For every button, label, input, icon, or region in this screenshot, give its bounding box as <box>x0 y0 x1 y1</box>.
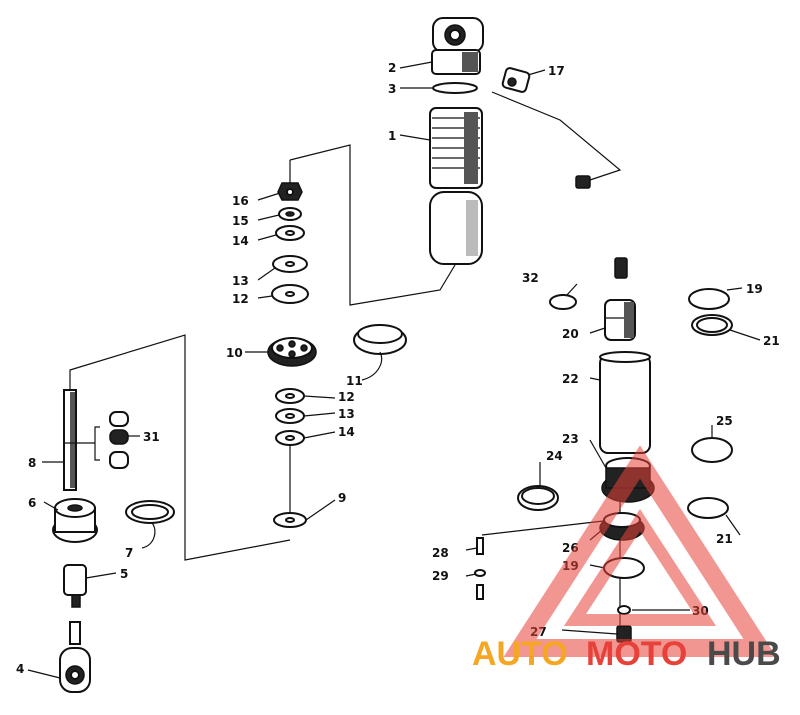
pin-29 <box>474 569 486 600</box>
piston-10 <box>267 337 317 367</box>
washer-14-top <box>275 225 305 241</box>
reservoir-fitting <box>501 67 531 93</box>
callout-20: 20 <box>562 327 579 341</box>
watermark-text: AUTO MOTO HUB <box>472 635 781 673</box>
callout-23: 23 <box>562 432 579 446</box>
nut-16 <box>277 182 303 201</box>
rod-end-5 <box>63 564 87 608</box>
callout-10: 10 <box>226 346 243 360</box>
shim-13-top <box>272 255 308 273</box>
callout-11: 11 <box>346 374 363 388</box>
callout-1: 1 <box>388 129 396 143</box>
watermark-hub: HUB <box>707 635 781 673</box>
watermark-moto: MOTO <box>586 635 687 673</box>
oring-32 <box>549 294 577 310</box>
guide-lines <box>69 91 622 640</box>
shock-eye-mount <box>431 17 484 75</box>
callout-14-top: 14 <box>232 234 249 248</box>
callout-21-top: 21 <box>763 334 780 348</box>
callout-13-bottom: 13 <box>338 407 355 421</box>
callout-8: 8 <box>28 456 36 470</box>
seal-ring-7 <box>125 500 175 524</box>
hose-assembly <box>554 175 628 279</box>
ring-25 <box>691 437 733 463</box>
callout-4: 4 <box>16 662 24 676</box>
callout-2: 2 <box>388 61 396 75</box>
callout-12-bottom: 12 <box>338 390 355 404</box>
seal-ring-3 <box>432 82 478 94</box>
watermark-triangle <box>503 445 777 657</box>
threaded-stud <box>69 621 81 645</box>
callout-9: 9 <box>338 491 346 505</box>
callout-labels: 2 3 17 1 16 15 14 13 12 10 11 12 13 14 9… <box>16 61 780 676</box>
callout-13-top: 13 <box>232 274 249 288</box>
washer-30 <box>617 605 631 615</box>
shim-12-top <box>271 284 309 304</box>
seal-ring-19-top <box>688 288 730 310</box>
callout-28: 28 <box>432 546 449 560</box>
ring-21-top <box>691 314 733 336</box>
callout-16: 16 <box>232 194 249 208</box>
pin-28 <box>476 537 484 555</box>
shim-12-bottom <box>275 388 305 404</box>
watermark-auto: AUTO <box>472 635 568 673</box>
callout-17: 17 <box>548 64 565 78</box>
watermark-triangle-inner <box>563 508 717 626</box>
callout-32: 32 <box>522 271 539 285</box>
callout-21-bottom: 21 <box>716 532 733 546</box>
bushings-31 <box>109 411 129 469</box>
piston-shaft-8 <box>63 389 77 491</box>
callout-6: 6 <box>28 496 36 510</box>
ring-21-bottom <box>687 497 729 519</box>
eye-mount-4 <box>59 647 91 693</box>
spring-coil-housing <box>429 107 483 189</box>
callout-29: 29 <box>432 569 449 583</box>
reservoir-cap-20 <box>604 299 636 341</box>
end-cap-6 <box>52 498 98 543</box>
shock-body-tube <box>429 191 483 265</box>
callout-12-top: 12 <box>232 292 249 306</box>
callout-14-bottom: 14 <box>338 425 355 439</box>
shim-13-bottom <box>275 408 305 424</box>
callout-15: 15 <box>232 214 249 228</box>
washer-15 <box>278 207 302 221</box>
watermark-logo <box>503 445 777 657</box>
washer-9 <box>273 512 307 528</box>
callout-25: 25 <box>716 414 733 428</box>
callout-7: 7 <box>125 546 133 560</box>
callout-31: 31 <box>143 430 160 444</box>
ring-24 <box>517 485 559 511</box>
piston-band-11 <box>353 324 407 355</box>
callout-3: 3 <box>388 82 396 96</box>
callout-19-top: 19 <box>746 282 763 296</box>
callout-5: 5 <box>120 567 128 581</box>
washer-14-bottom <box>275 430 305 446</box>
callout-24: 24 <box>546 449 563 463</box>
reservoir-tube-22 <box>599 351 651 454</box>
callout-22: 22 <box>562 372 579 386</box>
